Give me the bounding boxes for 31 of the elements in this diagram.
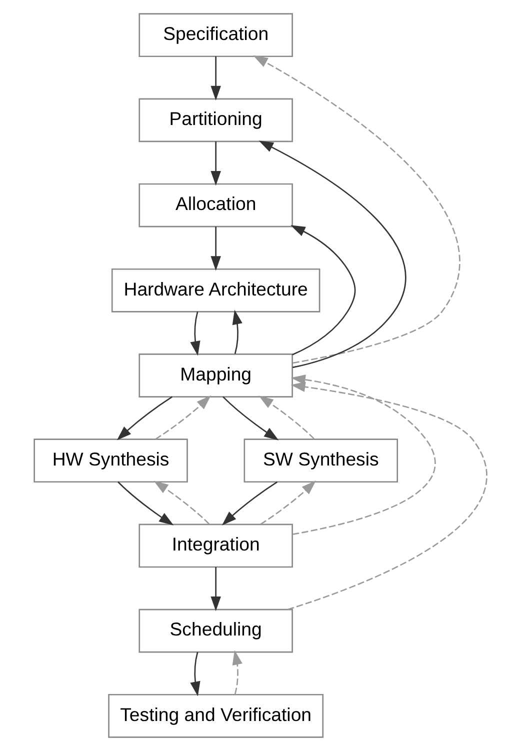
arrow	[210, 141, 220, 186]
arrow	[190, 312, 200, 356]
arrow	[290, 374, 436, 535]
node-box: Mapping	[138, 354, 292, 398]
arrow	[210, 567, 220, 612]
arrow	[260, 480, 316, 525]
arrow	[154, 395, 210, 440]
arrow	[290, 225, 356, 356]
arrow	[221, 481, 278, 526]
node-box: Hardware Architecture	[110, 268, 320, 312]
arrow	[116, 396, 172, 440]
arrow	[232, 650, 242, 694]
arrow	[252, 55, 460, 364]
node-box: Integration	[138, 524, 292, 568]
arrow	[210, 56, 220, 101]
arrow	[222, 396, 278, 440]
node-box: HW Synthesis	[33, 438, 188, 483]
arrow	[287, 382, 487, 610]
arrow	[153, 480, 210, 524]
arrow	[258, 396, 314, 440]
arrow	[190, 652, 200, 696]
node-box: Specification	[138, 13, 292, 58]
node-box: SW Synthesis	[243, 438, 398, 483]
node-box: Partitioning	[138, 98, 292, 142]
arrow	[210, 226, 220, 271]
node-box: Scheduling	[138, 608, 292, 653]
node-box: Allocation	[138, 183, 292, 228]
arrow	[117, 481, 174, 526]
arrow	[258, 140, 406, 368]
node-box: Testing and Verification	[108, 694, 324, 738]
arrow	[232, 310, 242, 354]
